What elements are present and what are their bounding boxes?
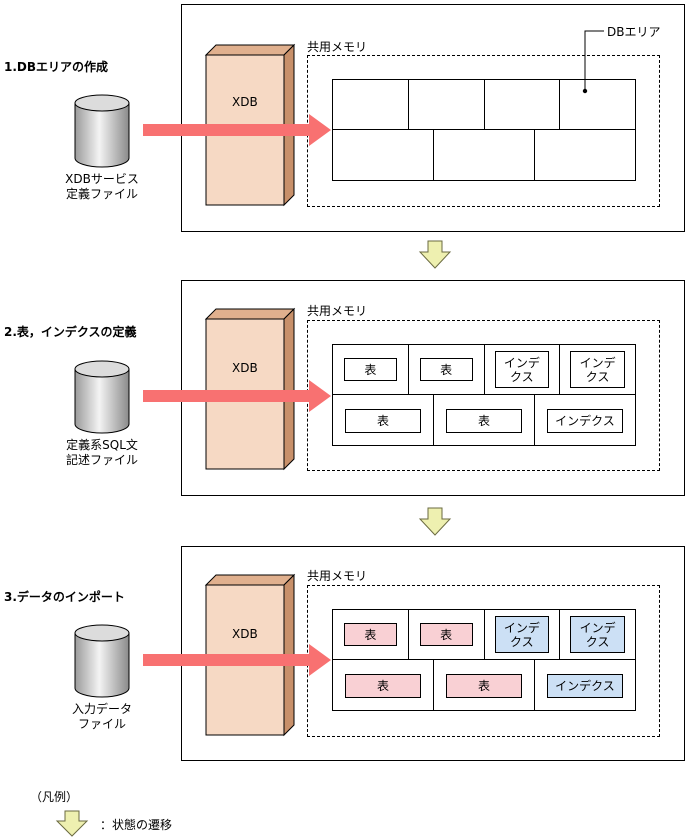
memory-label: 共用メモリ — [307, 569, 368, 583]
db-area-row — [332, 129, 636, 181]
file-caption: 入力データ ファイル — [71, 702, 132, 731]
db-area-cell: 表 — [333, 660, 434, 710]
transition-arrow-icon — [418, 507, 452, 536]
index-item: インデ クス — [494, 616, 550, 653]
db-area-row: 表表インデ クスインデ クス — [332, 609, 636, 660]
db-area-cell — [409, 80, 485, 129]
table-item: 表 — [344, 623, 397, 646]
step-title: 2.表，インデクスの定義 — [4, 325, 137, 339]
memory-label: 共用メモリ — [307, 304, 368, 318]
db-area-cell: インデ クス — [560, 610, 635, 659]
legend-transition-label: ：状態の遷移 — [100, 818, 173, 832]
xdb-label: XDB — [232, 361, 258, 375]
table-item: 表 — [446, 409, 522, 433]
db-area-cell — [485, 80, 561, 129]
database-cylinder-icon — [74, 94, 130, 168]
step-title: 1.DBエリアの作成 — [4, 60, 109, 74]
db-area-cell — [333, 130, 434, 180]
db-area-cell: 表 — [434, 660, 535, 710]
index-item: インデ クス — [494, 351, 550, 388]
table-item: 表 — [345, 674, 421, 698]
db-area-row: 表 表 インデクス — [332, 394, 636, 446]
panel: XDB 共用メモリ 表表インデ クスインデ クス 表表インデクス — [181, 280, 685, 496]
db-area-cell: 表 — [434, 395, 535, 445]
db-area-cell — [333, 80, 409, 129]
index-item: インデ クス — [570, 616, 625, 653]
step-title: 3.データのインポート — [4, 590, 125, 604]
legend-heading: （凡例） — [30, 790, 79, 804]
xdb-label: XDB — [232, 95, 258, 109]
xdb-label: XDB — [232, 627, 258, 641]
index-item: インデクス — [547, 409, 623, 433]
db-area-cell: 表 — [409, 345, 485, 394]
flow-arrow — [143, 114, 331, 146]
transition-arrow-icon — [418, 240, 452, 269]
memory-label: 共用メモリ — [307, 40, 368, 54]
db-area-row: 表 表 インデクス — [332, 659, 636, 711]
db-area-cell: インデクス — [535, 660, 635, 710]
database-cylinder-icon — [74, 360, 130, 434]
index-item: インデクス — [547, 674, 623, 698]
db-area-cell: 表 — [333, 345, 409, 394]
index-item: インデ クス — [570, 351, 625, 388]
db-area-cell: 表 — [409, 610, 485, 659]
table-item: 表 — [345, 409, 421, 433]
file-caption: XDBサービス 定義ファイル — [65, 172, 139, 201]
db-area-cell: インデ クス — [485, 610, 561, 659]
table-item: 表 — [344, 358, 397, 381]
table-item: 表 — [446, 674, 522, 698]
db-area-row: 表表インデ クスインデ クス — [332, 344, 636, 395]
table-item: 表 — [419, 358, 473, 381]
flow-arrow — [143, 380, 331, 412]
db-area-callout: DBエリア — [607, 25, 661, 39]
flow-arrow — [143, 644, 331, 676]
db-area-cell: 表 — [333, 395, 434, 445]
file-caption: 定義系SQL文 記述ファイル — [65, 438, 138, 467]
db-area-cell: 表 — [333, 610, 409, 659]
db-area-cell: インデクス — [535, 395, 635, 445]
database-cylinder-icon — [74, 624, 130, 698]
callout-leader — [582, 30, 604, 94]
db-area-cell: インデ クス — [485, 345, 561, 394]
transition-arrow-icon — [55, 810, 89, 837]
db-area-cell — [434, 130, 535, 180]
table-item: 表 — [419, 623, 473, 646]
db-area-cell: インデ クス — [560, 345, 635, 394]
